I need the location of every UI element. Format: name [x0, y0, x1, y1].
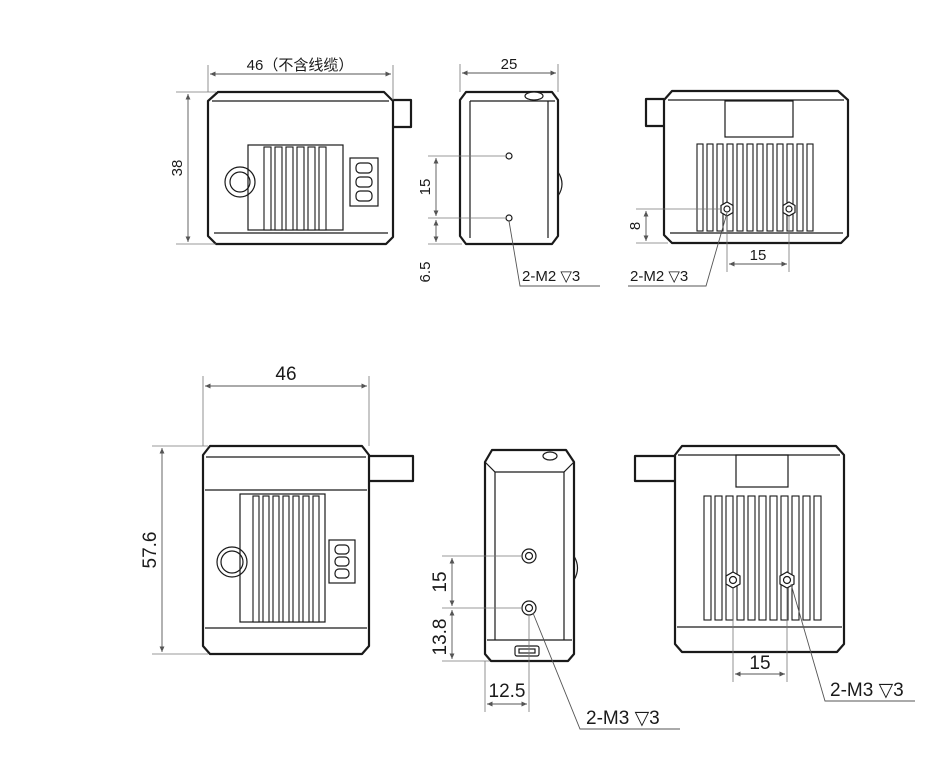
- top-back-callout: 2-M2 ▽3: [630, 268, 688, 285]
- bottom-side-callout: 2-M3 ▽3: [586, 708, 660, 729]
- top-front-height-label: 38: [169, 160, 186, 177]
- top-side-spacing-label: 15: [417, 179, 434, 196]
- vent-fins: [247, 144, 344, 231]
- vent-fins: [239, 493, 326, 623]
- screw-hole-icon: [720, 201, 734, 217]
- usb-port-icon: [514, 645, 540, 657]
- top-front-view: 46（不含线缆） 38: [169, 57, 413, 246]
- bottom-side-view: 15 13.8 12.5 2-M3 ▽3: [430, 448, 680, 730]
- top-side-callout: 2-M2 ▽3: [522, 268, 580, 285]
- vent-slots: [696, 143, 814, 232]
- vent-slots: [703, 495, 822, 621]
- bottom-side-spacing-label: 15: [430, 571, 451, 592]
- top-back-spacing-label: 15: [750, 247, 767, 264]
- screw-hole-icon: [521, 600, 537, 616]
- screw-hole-icon: [725, 571, 741, 589]
- top-side-width-label: 25: [501, 56, 518, 73]
- bottom-back-view: 15 2-M3 ▽3: [633, 444, 915, 702]
- top-back-view: 8 15 2-M2 ▽3: [627, 89, 850, 287]
- indicator-panel: [328, 539, 356, 584]
- bottom-side-offset-label: 13.8: [430, 619, 451, 656]
- top-side-view: 25 15 6.5 2-M2 ▽3: [417, 56, 600, 287]
- label-window: [724, 100, 794, 138]
- bottom-front-height-label: 57.6: [140, 532, 161, 569]
- top-back-height-label: 8: [627, 222, 644, 230]
- top-front-width-label: 46（不含线缆）: [247, 57, 354, 74]
- bottom-side-width-label: 12.5: [489, 681, 526, 702]
- screw-hole-icon: [521, 548, 537, 564]
- screw-hole-icon: [505, 214, 513, 222]
- bottom-front-view: 46 57.6: [140, 364, 415, 656]
- bottom-front-width-label: 46: [275, 364, 296, 385]
- screw-hole-icon: [779, 571, 795, 589]
- bottom-back-callout: 2-M3 ▽3: [830, 680, 904, 701]
- screw-hole-icon: [782, 201, 796, 217]
- screw-hole-icon: [505, 152, 513, 160]
- bottom-back-spacing-label: 15: [749, 653, 770, 674]
- label-window: [735, 454, 789, 488]
- indicator-panel: [349, 157, 379, 207]
- top-side-offset-label: 6.5: [417, 262, 434, 283]
